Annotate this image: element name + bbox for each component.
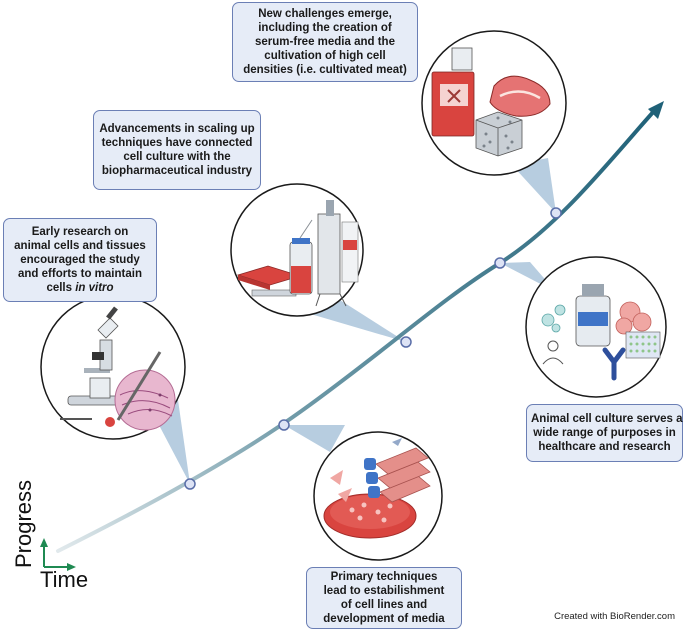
milestone-box-scaling-up: Advancements in scaling up techniques ha…	[93, 110, 261, 190]
milestone-2-line-3: of cell lines and	[340, 599, 428, 611]
milestone-box-early-research: Early research on animal cells and tissu…	[3, 218, 157, 302]
milestone-2-line-4: development of media	[323, 613, 445, 625]
milestone-3-line-3: cell culture with the	[123, 151, 231, 163]
bioreactor-illustration	[230, 183, 364, 317]
milestone-3-line-4: biopharmaceutical industry	[101, 165, 253, 177]
milestone-5-line-4: cultivation of high cell	[264, 50, 386, 62]
progress-curve	[56, 108, 657, 553]
vial-antibody-cells-illustration	[525, 256, 667, 398]
milestone-dot-1	[184, 478, 196, 490]
milestone-2-line-1: Primary techniques	[330, 571, 438, 583]
milestone-3-line-1: Advancements in scaling up	[99, 123, 255, 135]
milestone-box-new-challenges: New challenges emerge, including the cre…	[232, 2, 418, 82]
callout-wedge-2	[284, 425, 345, 452]
petri-dish-flasks-illustration	[313, 431, 443, 561]
progress-arrowhead	[648, 101, 664, 119]
biorender-credit: Created with BioRender.com	[554, 611, 675, 622]
x-axis-arrowhead	[67, 563, 76, 571]
media-bottle-meat-scaffold-illustration	[421, 30, 567, 176]
milestone-1-line-5-italic: in vitro	[75, 282, 114, 294]
callout-wedge-5	[512, 158, 556, 213]
milestone-1-line-4: and efforts to maintain	[18, 268, 142, 280]
microscope-illustration	[40, 294, 186, 440]
milestone-1-line-5: cells in vitro	[8, 281, 152, 295]
milestone-5-line-3: serum-free media and the	[255, 36, 395, 48]
milestone-4-line-1: Animal cell culture serves a	[531, 413, 683, 425]
milestone-dot-3	[400, 336, 412, 348]
milestone-box-primary-techniques: Primary techniques lead to estabilishmen…	[306, 567, 462, 629]
x-axis-label: Time	[40, 567, 89, 592]
milestone-4-line-2: wide range of purposes in	[533, 427, 676, 439]
milestone-3-line-2: techniques have connected	[101, 137, 253, 149]
milestone-5-line-5: densities (i.e. cultivated meat)	[243, 64, 407, 76]
milestone-5-line-2: including the creation of	[258, 22, 392, 34]
milestone-1-line-3: encouraged the study	[20, 254, 140, 266]
milestone-1-line-2: animal cells and tissues	[14, 240, 146, 252]
milestone-box-healthcare-research: Animal cell culture serves a wide range …	[526, 404, 683, 462]
milestone-1-line-5-plain: cells	[46, 282, 76, 294]
milestone-dot-5	[550, 207, 562, 219]
y-axis-arrowhead	[40, 538, 48, 547]
milestone-1-line-1: Early research on	[31, 226, 129, 238]
milestone-dot-4	[494, 257, 506, 269]
y-axis-label: Progress	[11, 479, 36, 569]
milestone-dot-2	[278, 419, 290, 431]
milestone-2-line-2: lead to estabilishment	[323, 585, 445, 597]
milestone-4-line-3: healthcare and research	[538, 441, 671, 453]
milestone-5-line-1: New challenges emerge,	[258, 8, 392, 20]
